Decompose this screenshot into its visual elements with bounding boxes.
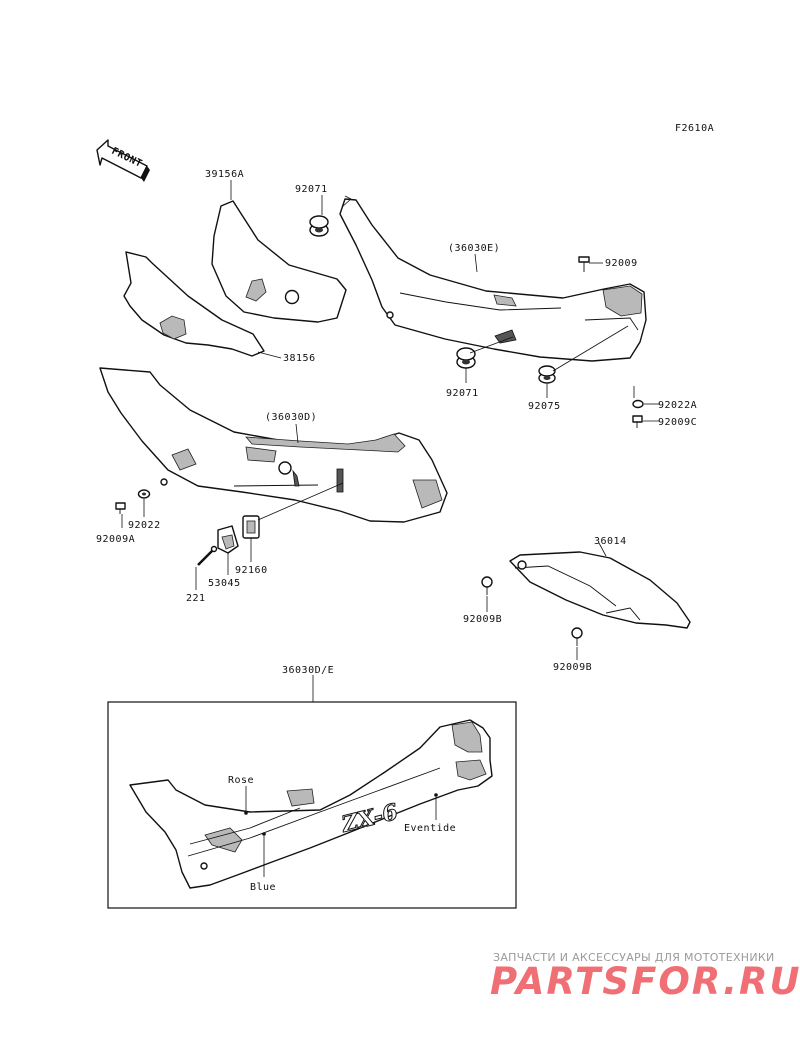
side-cover-36030D: [99, 367, 448, 523]
bolt-92009C: [632, 415, 643, 428]
label-36030E: (36030E): [448, 243, 500, 254]
clip-53045: [217, 525, 239, 554]
washer-92022: [137, 489, 151, 499]
color-eventide: Eventide: [404, 823, 456, 834]
label-92009: 92009: [605, 258, 638, 269]
label-53045: 53045: [208, 578, 241, 589]
color-blue: Blue: [250, 882, 276, 893]
front-arrow-icon: FRONT: [96, 139, 150, 182]
label-36030D: (36030D): [265, 412, 317, 423]
label-92022: 92022: [128, 520, 161, 531]
bolt-92009: [578, 256, 590, 272]
inset-frame: [107, 701, 517, 909]
label-92009C: 92009C: [658, 417, 697, 428]
grommet-92071-top: [309, 215, 329, 237]
bolt-92009B-bot: [571, 627, 583, 646]
cover-36014: [509, 551, 691, 629]
label-92071-mid: 92071: [446, 388, 479, 399]
bolt-92009B-top: [481, 576, 493, 595]
label-92160: 92160: [235, 565, 268, 576]
leader-lines: [121, 180, 660, 702]
color-rose: Rose: [228, 775, 254, 786]
watermark-caption: ЗАПЧАСТИ И АКСЕССУАРЫ ДЛЯ МОТОТЕХНИКИ: [493, 951, 775, 964]
damper-92160: [242, 515, 260, 539]
grommet-92071-mid: [456, 347, 476, 369]
label-39156A: 39156A: [205, 169, 244, 180]
label-92009B-bot: 92009B: [553, 662, 592, 673]
label-92009A: 92009A: [96, 534, 135, 545]
grommet-92075: [538, 365, 556, 384]
side-cover-36030E: [339, 198, 647, 362]
watermark-logo: PARTSFOR.RU: [490, 960, 800, 1003]
side-cover-38156: [123, 251, 265, 357]
label-92071-top: 92071: [295, 184, 328, 195]
label-92022A: 92022A: [658, 400, 697, 411]
washer-92022A: [632, 399, 644, 409]
label-92009B-top: 92009B: [463, 614, 502, 625]
label-38156: 38156: [283, 353, 316, 364]
figure-code: F2610A: [675, 123, 714, 134]
inset-36030DE: 36030D/E ZX-6 Rose Eventide Blue: [107, 665, 517, 909]
screw-221: [197, 545, 218, 566]
label-36014: 36014: [594, 536, 627, 547]
inset-title: 36030D/E: [282, 665, 334, 676]
label-92075: 92075: [528, 401, 561, 412]
insulator-39156A: [211, 200, 347, 323]
bolt-92009A: [115, 502, 126, 514]
label-221: 221: [186, 593, 206, 604]
